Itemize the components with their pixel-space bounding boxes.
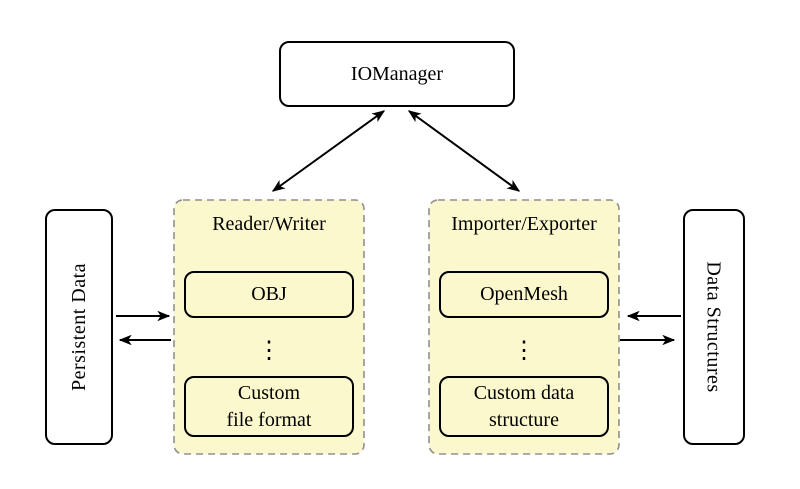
persistent-data-panel: Persistent Data [45, 209, 113, 445]
node-custom-file-format-label: Custom file format [227, 380, 312, 433]
node-openmesh-label: OpenMesh [480, 283, 568, 306]
arrow-iomanager-importerexporter [407, 110, 521, 192]
vertical-ellipsis: ⋮ [512, 338, 536, 364]
node-custom-data-structure: Custom data structure [439, 376, 609, 437]
iomanager-node: IOManager [279, 41, 515, 107]
data-structures-panel: Data Structures [683, 209, 745, 445]
group-importer-exporter-title: Importer/Exporter [451, 213, 597, 235]
arrow-iomanager-readerwriter [271, 110, 386, 192]
group-importer-exporter: Importer/Exporter OpenMesh ⋮ Custom data… [428, 199, 620, 455]
node-custom-file-format: Custom file format [184, 376, 354, 437]
node-obj-label: OBJ [251, 283, 287, 306]
custom-file-format-line1: Custom [237, 382, 301, 405]
persistent-data-label: Persistent Data [68, 262, 90, 392]
custom-file-format-line2: file format [226, 408, 312, 431]
iomanager-label: IOManager [350, 63, 444, 85]
group-reader-writer: Reader/Writer OBJ ⋮ Custom file format [173, 199, 365, 455]
node-custom-data-structure-label: Custom data structure [474, 380, 575, 433]
vertical-ellipsis: ⋮ [257, 338, 281, 364]
node-obj: OBJ [184, 271, 354, 318]
group-reader-writer-title: Reader/Writer [212, 213, 326, 235]
custom-data-structure-line2: structure [489, 408, 559, 431]
data-structures-label: Data Structures [703, 261, 726, 393]
custom-data-structure-line1: Custom data [473, 382, 575, 405]
node-openmesh: OpenMesh [439, 271, 609, 318]
